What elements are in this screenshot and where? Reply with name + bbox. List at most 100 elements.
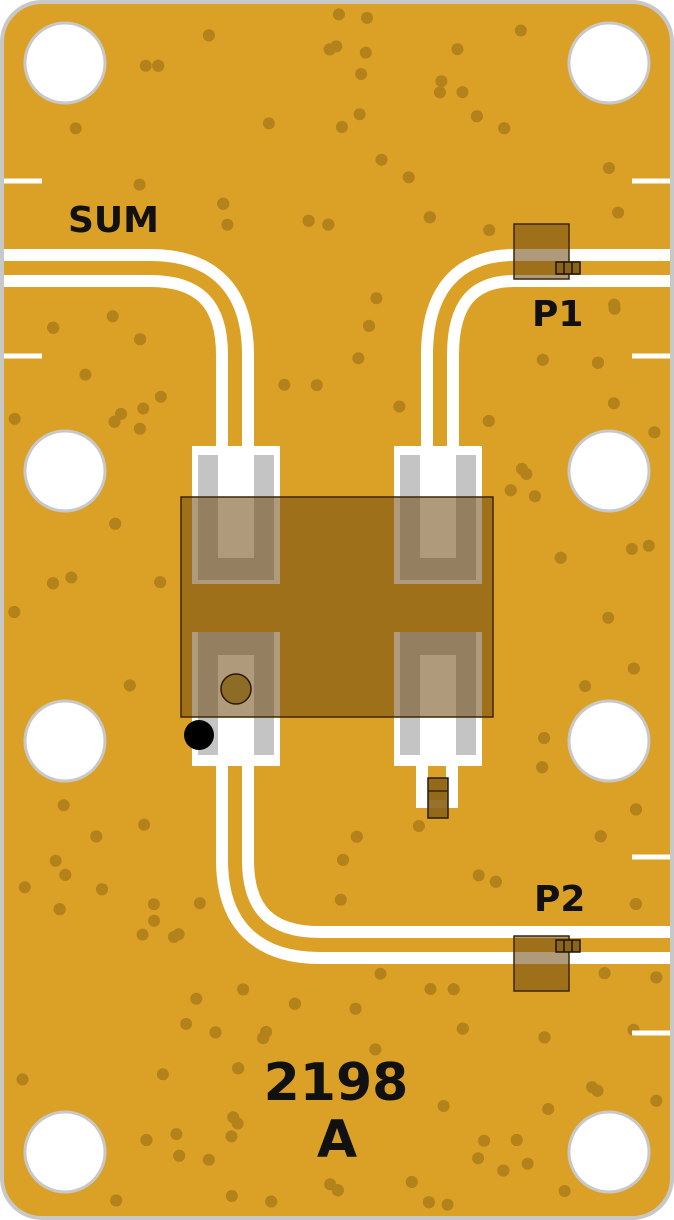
via-dot [221,218,234,231]
component-pin1-circle [220,673,252,705]
mounting-hole-icon [23,699,107,783]
via-dot [422,1196,435,1209]
via-dot [302,214,315,227]
via-dot [625,542,638,555]
via-dot [650,1094,663,1107]
via-dot [139,59,152,72]
via-dot [180,1017,193,1030]
via-dot [650,971,663,984]
via-dot [602,162,615,174]
trace-p2 [216,740,670,964]
smd-resistor-icon [555,261,581,275]
via-dot [147,898,160,911]
via-dot [148,914,161,927]
trace-p1 [421,249,670,470]
via-dot [193,897,206,910]
via-dot [53,903,66,916]
edge-connector-cuts [4,178,670,1036]
via-dot [374,967,387,980]
via-dot [154,576,167,589]
mounting-hole-icon [567,1110,651,1194]
via-dot [393,400,406,413]
via-dot [59,868,72,881]
via-dot [441,1198,454,1211]
via-dot [349,1002,362,1015]
label-revision: A [317,1110,357,1170]
via-dot [598,967,611,980]
via-dot [437,1100,450,1112]
via-dot [202,29,215,42]
via-dot [629,898,642,910]
via-dot [331,1184,344,1197]
via-dot [510,1134,523,1146]
via-dot [648,426,661,439]
via-dot [90,830,103,843]
via-dot [554,551,567,564]
via-dot [173,1149,186,1162]
via-dot [361,11,373,24]
via-dot [483,224,496,237]
via-dot [456,86,469,99]
via-dot [136,928,149,941]
via-dot [237,983,250,996]
via-dot [538,1031,551,1044]
via-dot [332,8,345,21]
via-dot [514,24,527,37]
via-dot [472,869,485,882]
via-dot [482,415,495,427]
via-dot [202,1153,215,1166]
via-dot [435,75,448,88]
via-dot [353,108,366,121]
via-dot [225,1130,238,1143]
via-dot [108,415,121,428]
via-dot [412,820,425,832]
via-dot [69,122,82,135]
via-dot [167,931,180,943]
via-dot [137,402,150,415]
via-dot [288,997,301,1010]
via-dot [334,893,347,906]
via-dot [217,197,230,210]
via-dot [497,1164,510,1177]
via-dot [355,68,368,80]
via-dot [231,1117,244,1130]
via-dot [470,110,483,123]
via-dot [225,1190,238,1202]
via-dot [602,611,615,624]
mounting-hole-icon [23,1110,107,1194]
via-dot [405,1176,418,1188]
via-dot [370,292,383,305]
via-dot [592,356,604,369]
via-dot [138,818,151,831]
via-dot [278,378,291,391]
via-field [8,8,663,1211]
via-dot [154,390,167,403]
via-dot [8,606,21,618]
via-dot [542,1103,555,1115]
mounting-holes [23,21,651,1194]
smd-part-p1 [513,223,581,280]
via-dot [323,43,336,56]
via-dot [322,218,335,231]
via-dot [369,1043,382,1056]
via-dot [170,1128,183,1141]
via-dot [608,298,621,311]
via-dot [310,379,323,392]
via-dot [350,830,363,843]
smd-part-p2 [513,935,581,992]
via-dot [515,462,528,475]
via-dot [424,983,437,995]
via-dot [265,1195,278,1208]
via-dot [498,122,511,135]
via-dot [96,883,108,896]
via-dot [109,517,122,530]
via-dot [579,680,592,693]
via-dot [359,46,372,59]
via-dot [335,121,348,133]
mounting-hole-icon [23,429,107,513]
via-dot [478,1134,491,1147]
via-dot [423,211,436,224]
via-dot [79,368,92,381]
termination-resistor [427,777,449,819]
